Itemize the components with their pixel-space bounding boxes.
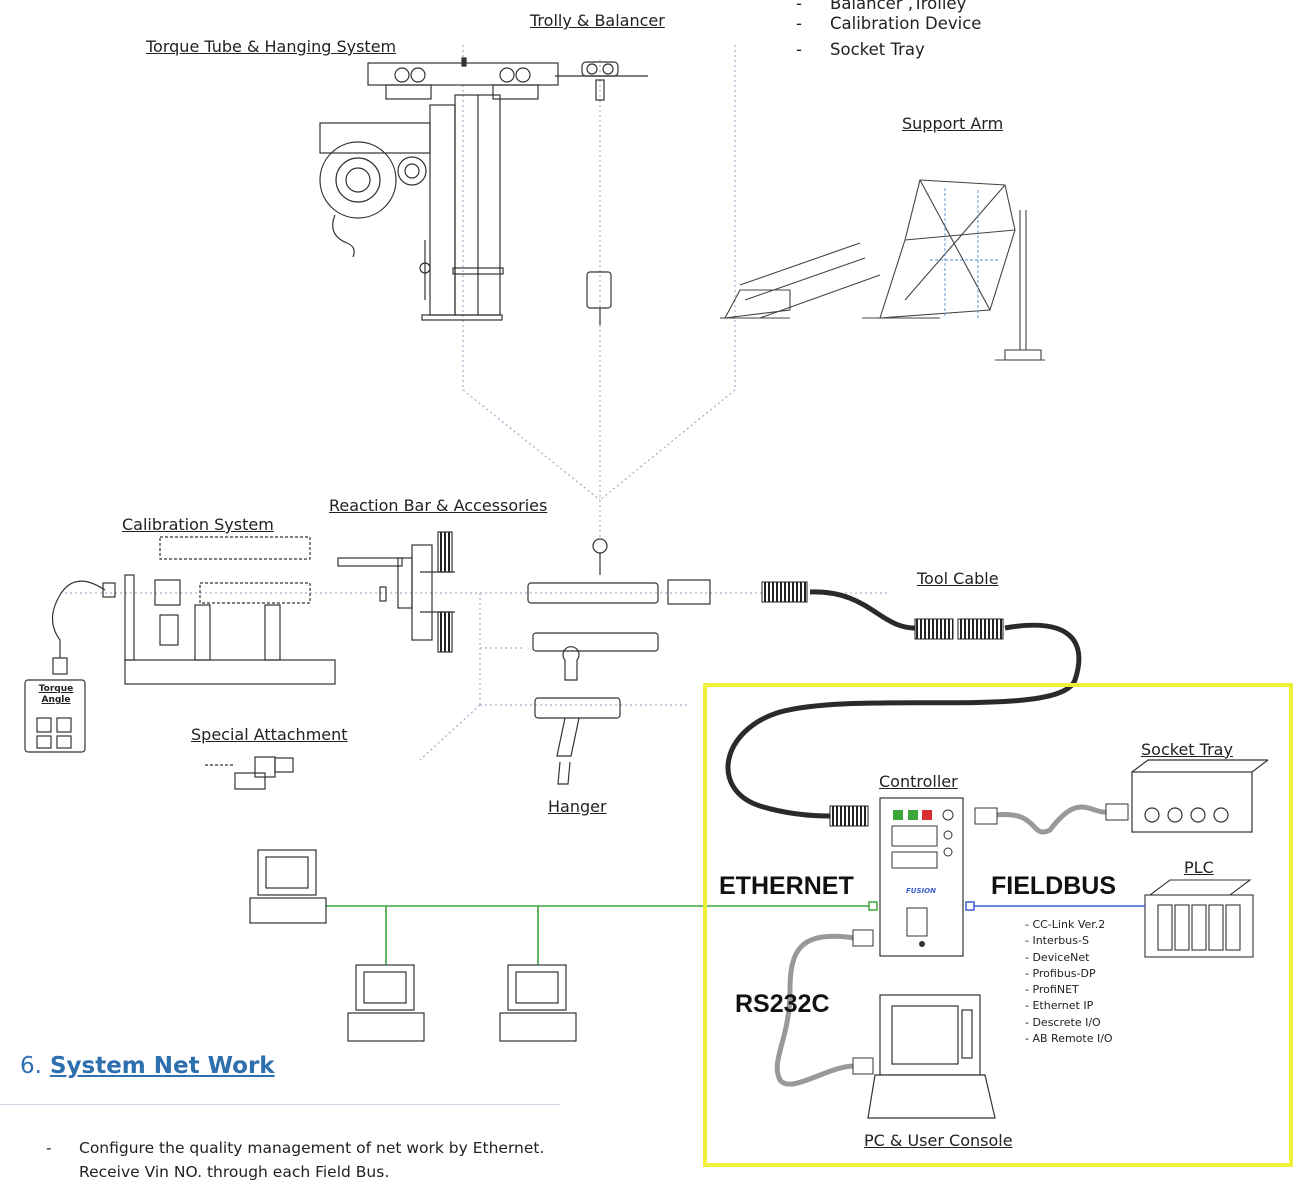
reaction-bar-drawing [337,531,455,653]
label-reaction-bar: Reaction Bar & Accessories [329,496,548,515]
label-ethernet: ETHERNET [719,872,854,900]
socket-tray-cable [974,803,1129,835]
label-rs232c: RS232C [735,990,830,1018]
fieldbus-item: - AB Remote I/O [1025,1032,1113,1046]
label-controller: Controller [879,772,958,791]
fieldbus-item: - DeviceNet [1025,950,1090,964]
socket-tray-drawing [1131,759,1269,833]
notes: -Configure the quality management of net… [46,1136,544,1184]
section-title: System Net Work [49,1053,275,1079]
trolley-drawing [555,61,648,325]
controller-drawing [879,797,964,957]
label-support-arm: Support Arm [902,114,1004,133]
fieldbus-protocol-list: - CC-Link Ver.2 - Interbus-S - DeviceNet… [1025,917,1113,1047]
label-pc-console: PC & User Console [864,1131,1013,1150]
tools-drawing [527,538,711,785]
label-plc: PLC [1184,858,1214,877]
fieldbus-item: - Ethernet IP [1025,999,1094,1013]
controller-highlight-box [703,683,1293,1167]
controller-brand: FUSION [906,887,936,895]
network-pcs [249,849,577,1042]
support-arm-drawing [720,179,1045,361]
support-arm-blue-detail [930,188,1000,318]
ethernet-network [325,901,878,965]
fieldbus-item: - Interbus-S [1025,934,1089,948]
fieldbus-item: - CC-Link Ver.2 [1025,918,1106,931]
label-special-attachment: Special Attachment [191,725,348,744]
top-list-item: -Calibration Device [796,14,982,33]
laptop-drawing [867,994,996,1119]
section-divider [0,1104,560,1105]
fieldbus-network [965,901,1145,911]
section-heading: 6. System Net Work [20,1053,275,1079]
fieldbus-item: - Profibus-DP [1025,966,1096,980]
section-number: 6. [20,1053,42,1079]
label-trolley: Trolly & Balancer [530,11,665,30]
label-socket-tray: Socket Tray [1141,740,1233,759]
label-calibration-system: Calibration System [122,515,274,534]
label-fieldbus: FIELDBUS [991,872,1116,900]
fieldbus-item: - ProfiNET [1025,983,1079,997]
guide-lines [60,45,890,761]
label-hanger: Hanger [548,797,607,816]
label-torque-tube: Torque Tube & Hanging System [146,37,397,56]
fieldbus-item: - Descrete I/O [1025,1015,1101,1029]
torque-tube-drawing [319,57,559,321]
rs232c-cable [774,929,874,1087]
note-item: -Configure the quality management of net… [46,1139,545,1157]
note-item: Receive Vin NO. through each Field Bus. [79,1163,390,1181]
top-list-item: -Socket Tray [796,40,925,59]
calibration-system-drawing [24,536,336,753]
plc-drawing [1144,879,1254,958]
label-tool-cable: Tool Cable [917,569,999,588]
special-attachment-drawing [205,756,294,790]
top-list-item: -Balancer ,Trolley [796,0,967,13]
tool-cable [725,581,1082,827]
